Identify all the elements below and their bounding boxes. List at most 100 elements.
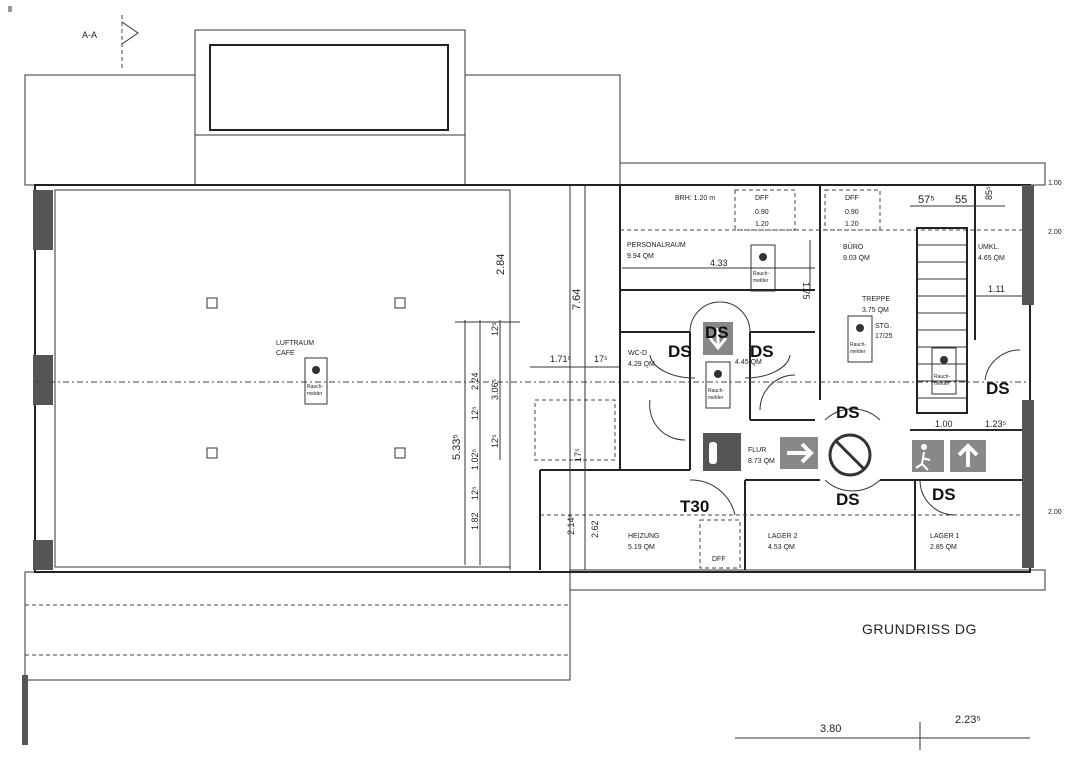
section-mark: A-A: [82, 30, 97, 40]
svg-text:57⁵: 57⁵: [918, 194, 935, 206]
svg-text:8.73 QM: 8.73 QM: [748, 458, 775, 465]
dimension-lines: [455, 185, 1030, 750]
svg-text:1.82: 1.82: [470, 512, 480, 530]
room-luftraum: LUFTRAUM: [276, 340, 314, 347]
svg-text:17⁵: 17⁵: [573, 448, 583, 462]
svg-text:4.65 QM: 4.65 QM: [978, 255, 1005, 262]
svg-text:12⁵: 12⁵: [490, 322, 500, 336]
svg-text:3.75 QM: 3.75 QM: [862, 307, 889, 314]
svg-text:DFF: DFF: [755, 195, 769, 202]
door-swings: [649, 301, 1021, 516]
svg-text:1.20: 1.20: [845, 221, 859, 228]
room-treppe: TREPPE: [862, 296, 890, 303]
safety-signs: [703, 322, 986, 477]
svg-text:1.00: 1.00: [935, 419, 953, 429]
svg-text:2.00: 2.00: [1048, 229, 1062, 236]
svg-text:2.85 QM: 2.85 QM: [930, 544, 957, 551]
svg-text:1.00: 1.00: [1048, 180, 1062, 187]
section-arrow-icon: [121, 21, 139, 45]
svg-text:2.14⁵: 2.14⁵: [566, 513, 576, 535]
room-buero: BÜRO: [843, 243, 864, 251]
svg-text:5.19 QM: 5.19 QM: [628, 544, 655, 551]
svg-text:9.03 QM: 9.03 QM: [843, 255, 870, 262]
svg-text:12⁵: 12⁵: [470, 486, 480, 500]
svg-text:melder: melder: [753, 278, 769, 284]
svg-text:melder: melder: [934, 381, 950, 387]
room-lager2: LAGER 2: [768, 533, 798, 540]
smoke-detector-icon: Rauch-melder: [931, 347, 957, 395]
marker-icon: [206, 297, 218, 309]
svg-text:0.90: 0.90: [845, 209, 859, 216]
svg-text:2.00: 2.00: [1048, 509, 1062, 516]
svg-text:melder: melder: [708, 395, 724, 401]
room-flur: FLUR: [748, 447, 766, 454]
svg-text:3.06⁵: 3.06⁵: [490, 378, 500, 400]
svg-text:2.62: 2.62: [590, 520, 600, 538]
room-heizung: HEIZUNG: [628, 533, 660, 540]
svg-text:1.23⁵: 1.23⁵: [985, 419, 1007, 429]
svg-text:CAFE: CAFE: [276, 350, 295, 357]
dimension-labels: 4.33 1.75 1.11 57⁵ 55 85⁵ 2.84 7.64 1.71…: [451, 180, 1062, 735]
svg-text:2.84: 2.84: [495, 254, 507, 275]
room-wc: WC-D: [628, 350, 647, 357]
smoke-detector-icon: Rauch-melder: [705, 361, 731, 409]
walls: [33, 184, 1034, 573]
svg-text:12⁵: 12⁵: [470, 406, 480, 420]
svg-text:melder: melder: [307, 391, 323, 397]
ds-label: DS: [668, 342, 692, 361]
staircase: [916, 227, 968, 414]
annotations: BRH: 1.20 m DFF 0.90 1.20 DFF 0.90 1.20 …: [668, 195, 1010, 563]
t30-label: T30: [680, 497, 709, 516]
svg-text:1.75: 1.75: [801, 282, 811, 300]
roof-hatching: [8, 6, 1046, 745]
svg-text:DFF: DFF: [712, 556, 726, 563]
svg-text:DFF: DFF: [845, 195, 859, 202]
svg-text:1.20: 1.20: [755, 221, 769, 228]
svg-text:STG.: STG.: [875, 323, 891, 330]
ds-label: DS: [836, 490, 860, 509]
svg-text:2.24: 2.24: [470, 372, 480, 390]
svg-text:BRH: 1.20 m: BRH: 1.20 m: [675, 195, 715, 202]
svg-text:melder: melder: [850, 349, 866, 355]
smoke-detector-icon: Rauch-melder: [847, 315, 873, 363]
svg-text:Rauch-: Rauch-: [934, 374, 950, 380]
svg-text:4.53 QM: 4.53 QM: [768, 544, 795, 551]
drawing-title: GRUNDRISS DG: [862, 621, 977, 637]
room-personalraum: PERSONALRAUM: [627, 242, 686, 249]
svg-text:Rauch-: Rauch-: [850, 342, 866, 348]
marker-icon: [394, 447, 406, 459]
room-umkl: UMKL.: [978, 244, 999, 251]
svg-text:9.94 QM: 9.94 QM: [627, 253, 654, 260]
marker-icon: [206, 447, 218, 459]
ds-label: DS: [705, 323, 729, 342]
svg-text:3.80: 3.80: [820, 723, 841, 735]
room-lager1: LAGER 1: [930, 533, 960, 540]
marker-icon: [394, 297, 406, 309]
svg-text:Rauch-: Rauch-: [307, 384, 323, 390]
fire-extinguisher-icon: [703, 433, 741, 471]
smoke-detector-icon: Rauch-melder: [304, 357, 328, 405]
ceiling-markers: [206, 297, 406, 459]
svg-text:17/25: 17/25: [875, 333, 893, 340]
ds-label: DS: [986, 379, 1010, 398]
svg-text:5.33⁵: 5.33⁵: [451, 434, 463, 460]
ds-label: DS: [750, 342, 774, 361]
svg-text:4.45 QM: 4.45 QM: [735, 359, 762, 366]
svg-text:0.90: 0.90: [755, 209, 769, 216]
svg-text:85⁵: 85⁵: [984, 186, 994, 200]
svg-text:4.29 QM: 4.29 QM: [628, 361, 655, 368]
svg-text:17⁵: 17⁵: [594, 354, 608, 364]
ds-label: DS: [836, 403, 860, 422]
svg-text:Rauch-: Rauch-: [753, 271, 769, 277]
smoke-detectors: Rauch-melder Rauch-melder Rauch-melder R…: [304, 244, 957, 409]
room-labels: LUFTRAUM CAFE PERSONALRAUM 9.94 QM BÜRO …: [276, 242, 1005, 551]
svg-text:12⁵: 12⁵: [490, 434, 500, 448]
svg-text:2.23⁵: 2.23⁵: [955, 714, 981, 726]
svg-text:1.02⁵: 1.02⁵: [470, 448, 480, 470]
svg-text:7.64: 7.64: [571, 289, 583, 310]
svg-text:4.33: 4.33: [710, 258, 728, 268]
ds-label: DS: [932, 485, 956, 504]
svg-text:55: 55: [955, 194, 967, 206]
svg-text:1.71⁵: 1.71⁵: [550, 354, 572, 364]
